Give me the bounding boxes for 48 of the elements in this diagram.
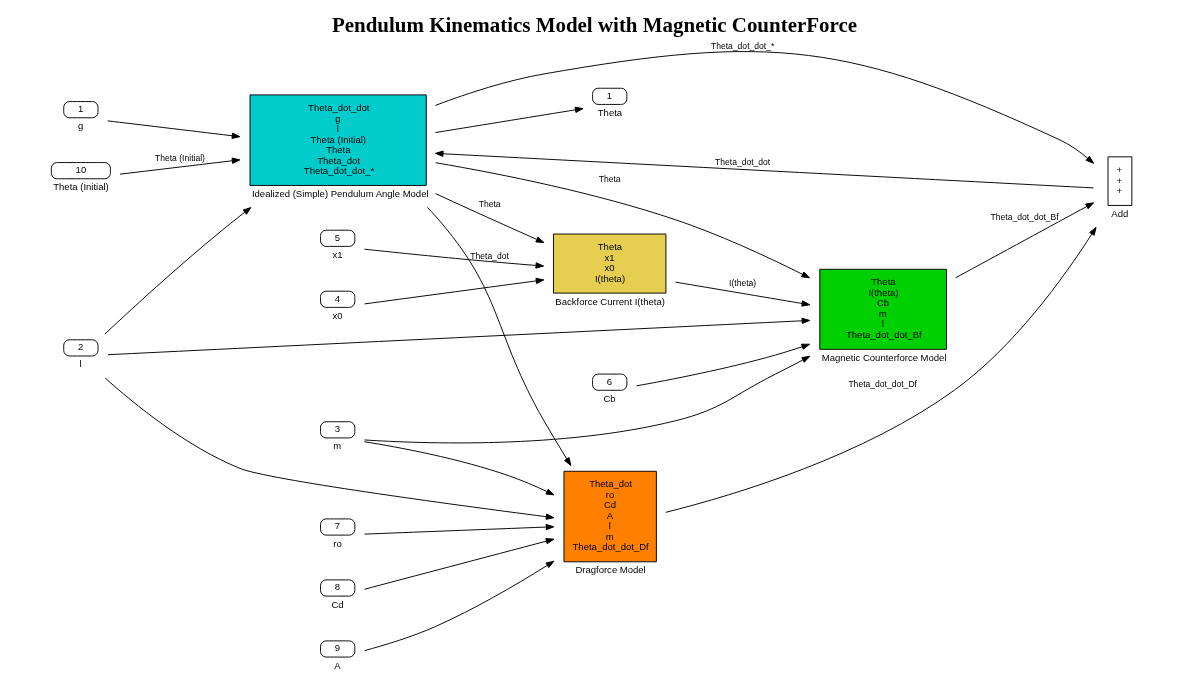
node-label: l <box>78 358 82 370</box>
node-label: A <box>333 659 341 671</box>
edge-label: Theta_dot_dot_Df <box>847 378 917 389</box>
node-label: ro <box>332 537 342 549</box>
node-label: Magnetic Counterforce Model <box>821 351 947 363</box>
arrow <box>363 441 554 496</box>
arrow <box>635 343 810 387</box>
node-label: Add <box>1110 207 1128 219</box>
arrow <box>434 162 810 279</box>
arrow <box>363 560 554 652</box>
arrow <box>106 120 240 139</box>
arrow <box>674 281 810 307</box>
arrow <box>434 193 544 244</box>
arrow <box>434 51 1094 164</box>
arrow <box>104 207 251 335</box>
arrow <box>363 538 554 590</box>
edge-label: Theta <box>478 198 501 209</box>
edge-label: I(theta) <box>728 277 756 288</box>
arrow <box>434 106 583 134</box>
diagram-title: Pendulum Kinematics Model with Magnetic CounterForce <box>331 12 857 37</box>
node-label: m <box>332 440 341 452</box>
edge-label: Theta <box>598 173 621 184</box>
edge-label: Theta_dot_dot_* <box>710 41 774 52</box>
edge-label: Theta_dot <box>469 250 509 261</box>
arrow <box>107 317 810 356</box>
edge-label: Theta (Initial) <box>154 152 205 163</box>
node-label: Theta <box>597 106 622 118</box>
arrow <box>664 226 1096 513</box>
node-label: Backforce Current I(theta) <box>554 295 665 307</box>
arrow <box>104 377 554 520</box>
node-label: x0 <box>331 309 342 321</box>
arrow <box>434 150 1094 189</box>
arrow <box>363 523 554 535</box>
node-label: Cb <box>603 392 616 404</box>
arrow <box>363 248 544 269</box>
node-label: g <box>77 120 83 132</box>
edge-label: Theta_dot_dot_Bf <box>990 211 1059 222</box>
node-label: Dragforce Model <box>574 564 646 576</box>
node-label: Theta (Initial) <box>52 181 109 193</box>
arrow <box>363 277 544 305</box>
node-label: Idealized (Simple) Pendulum Angle Model <box>251 187 429 199</box>
node-label: Cd <box>330 598 344 610</box>
arrow <box>119 157 240 175</box>
arrow <box>954 202 1094 279</box>
node-label: x1 <box>331 248 342 260</box>
edge-label: Theta_dot_dot <box>714 156 770 167</box>
arrow <box>426 206 571 466</box>
arrow <box>363 355 810 444</box>
